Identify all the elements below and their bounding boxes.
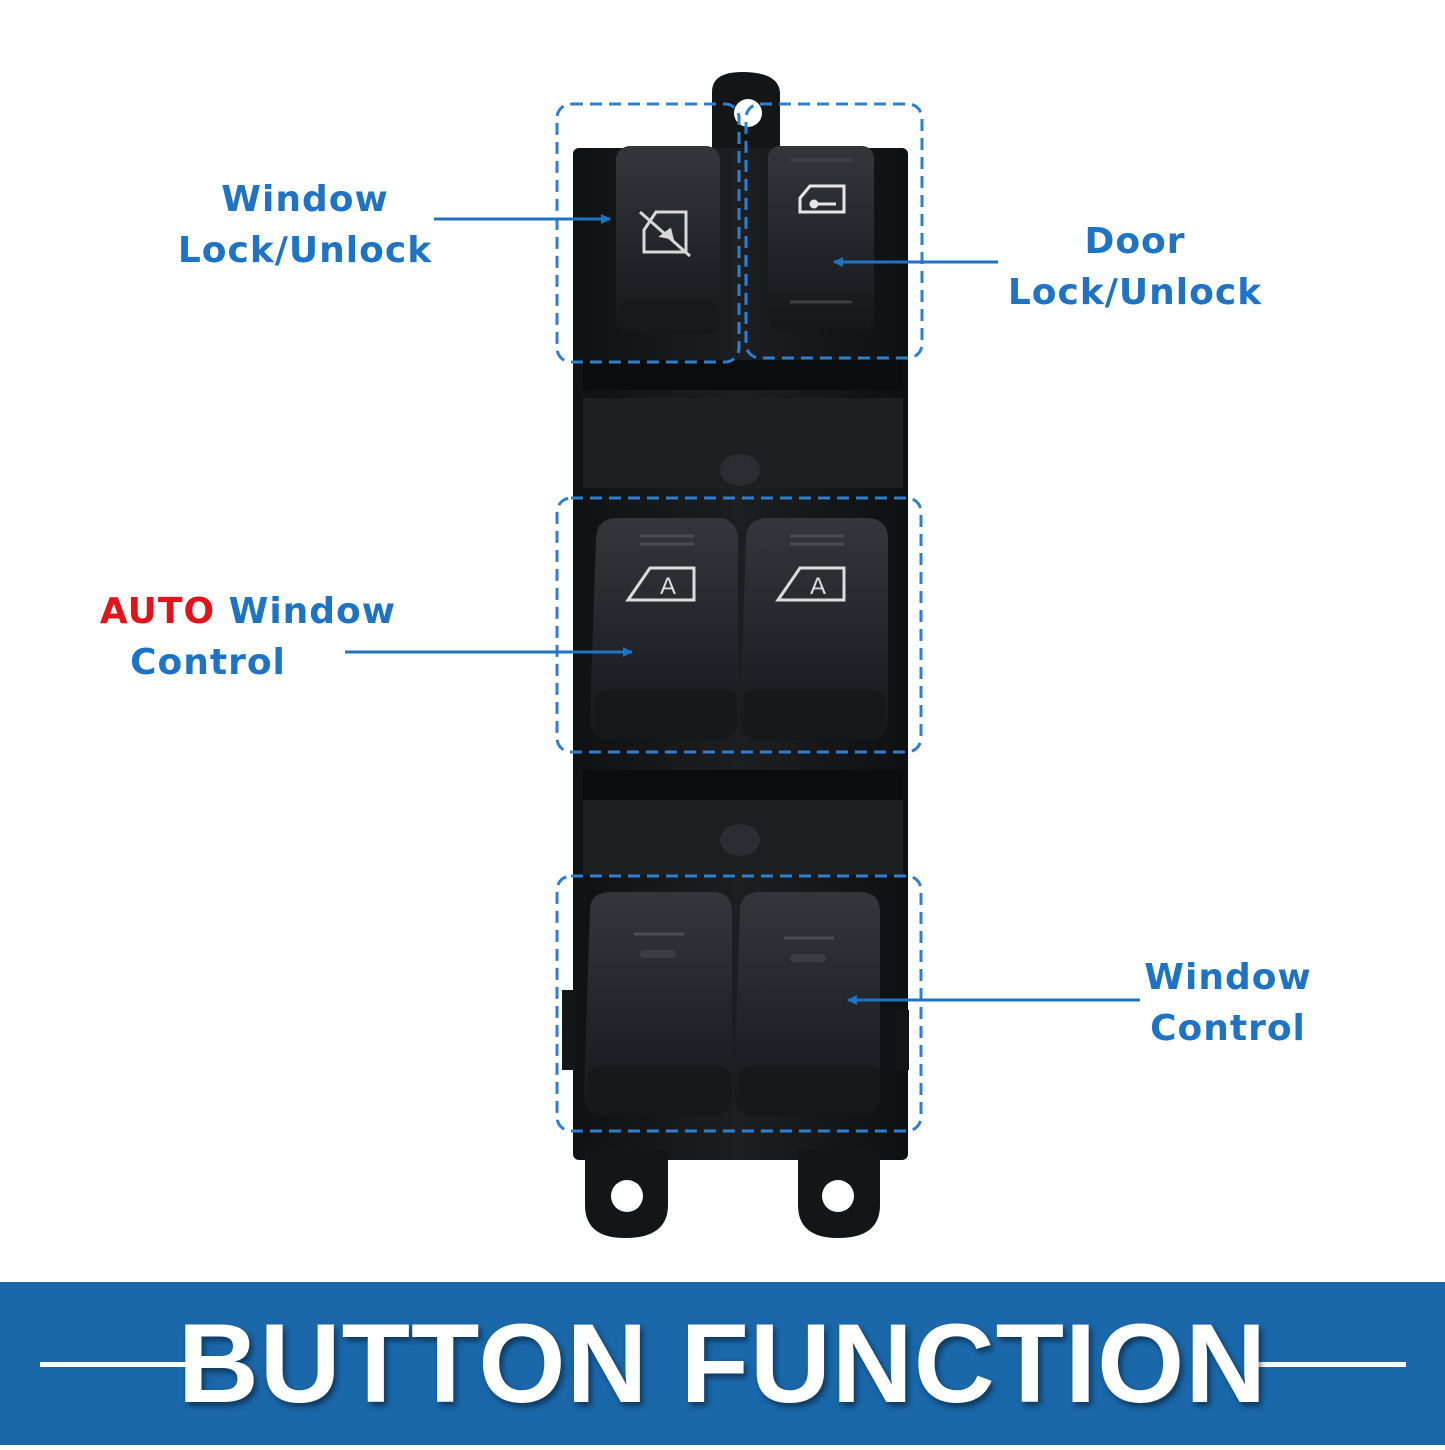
auto-window-callout-line1: AUTO Window bbox=[90, 586, 406, 637]
window-control-button-left[interactable] bbox=[584, 892, 732, 1116]
auto-window-button-right[interactable]: A bbox=[740, 518, 888, 740]
door-lock-callout: Door Lock/Unlock bbox=[1000, 216, 1270, 318]
window-lock-callout-line2: Lock/Unlock bbox=[177, 230, 433, 271]
window-control-callout: Window Control bbox=[1138, 952, 1318, 1054]
auto-window-callout-line1-rest: Window bbox=[215, 591, 397, 632]
window-control-button-right[interactable] bbox=[734, 892, 880, 1116]
window-control-callout-line2: Control bbox=[1150, 1008, 1306, 1049]
window-lock-button[interactable] bbox=[616, 146, 720, 334]
auto-highlight: AUTO bbox=[99, 591, 216, 632]
bottom-mounting-tabs bbox=[585, 1150, 880, 1238]
window-lock-callout: Window Lock/Unlock bbox=[170, 174, 440, 276]
door-lock-callout-line1: Door bbox=[1084, 221, 1186, 262]
window-lock-callout-line1: Window bbox=[221, 179, 389, 220]
auto-window-icon: A bbox=[625, 566, 696, 602]
door-lock-button[interactable] bbox=[768, 146, 874, 330]
window-lock-highlight-box bbox=[555, 102, 741, 364]
door-lock-icon bbox=[798, 184, 846, 214]
top-mounting-tab bbox=[712, 72, 780, 150]
bottom-banner bbox=[0, 1282, 1445, 1445]
auto-badge-letter: A bbox=[660, 573, 676, 600]
auto-window-callout-line2: Control bbox=[130, 642, 286, 683]
banner-rule-right bbox=[1256, 1362, 1406, 1367]
auto-window-button-left[interactable]: A bbox=[590, 518, 738, 740]
auto-window-icon: A bbox=[775, 566, 846, 602]
banner-title: BUTTON FUNCTION bbox=[177, 1301, 1268, 1426]
auto-badge-letter: A bbox=[810, 573, 826, 600]
banner-rule-left bbox=[40, 1362, 198, 1367]
window-lock-icon bbox=[639, 210, 691, 258]
window-control-callout-line1: Window bbox=[1144, 957, 1312, 998]
auto-window-callout: AUTO Window Control bbox=[90, 586, 406, 688]
door-lock-callout-line2: Lock/Unlock bbox=[1007, 272, 1263, 313]
